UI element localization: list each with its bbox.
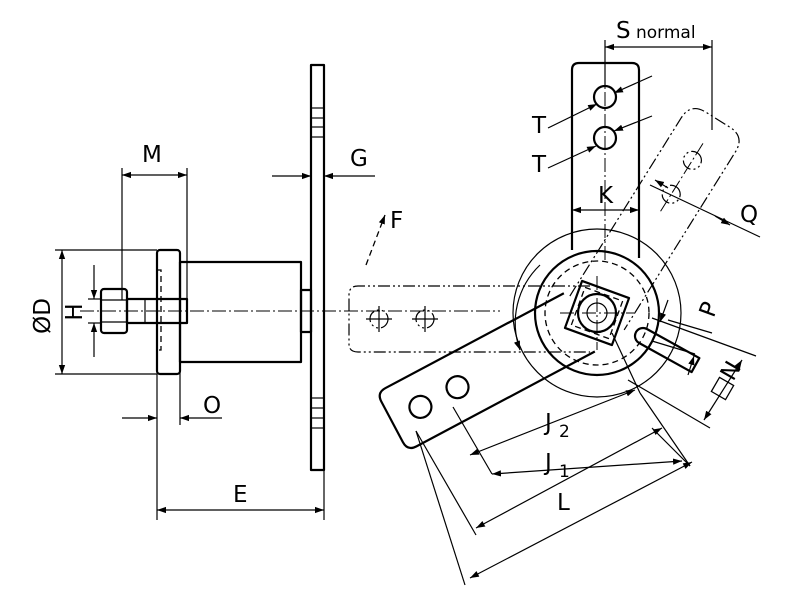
dim-j1-label: J: [543, 450, 552, 476]
dim-q-label: Q: [740, 202, 758, 228]
dim-l-label: L: [557, 490, 570, 516]
dim-k-label: K: [598, 183, 614, 209]
pin-stub: [633, 326, 701, 374]
dim-p-label: P: [695, 299, 724, 321]
dim-g-label: G: [350, 146, 368, 172]
force-f-label: F: [390, 208, 403, 234]
dim-s-subscript: normal: [636, 23, 696, 43]
hub-body: [178, 260, 303, 364]
dim-j2-subscript: 2: [559, 422, 570, 442]
dim-e-label: E: [233, 482, 248, 508]
dim-m-label: M: [142, 142, 162, 168]
pivot-hub: [560, 276, 634, 350]
dim-n-label: □N: [705, 357, 747, 404]
dim-t1-label: T: [531, 113, 547, 139]
phantom-arm-upper-right: [569, 107, 740, 331]
dim-j2-label: J: [543, 410, 552, 436]
flange-inner: [156, 269, 162, 351]
side-view: M ØD H O E G: [30, 63, 500, 520]
phantom-arm-horizontal: [348, 285, 590, 353]
dim-t2-label: T: [531, 152, 547, 178]
dim-o-label: O: [203, 393, 221, 419]
mounting-plate: [309, 63, 326, 472]
rotation-circle: [512, 228, 682, 398]
dim-d-label: ØD: [30, 298, 56, 334]
plate-hole-marks: [311, 107, 324, 429]
front-view: F S normal T T K Q P □N: [348, 18, 761, 586]
dim-s-label: S: [616, 18, 631, 44]
arm-lower-left: [378, 292, 596, 450]
dim-h-label: H: [62, 303, 88, 320]
